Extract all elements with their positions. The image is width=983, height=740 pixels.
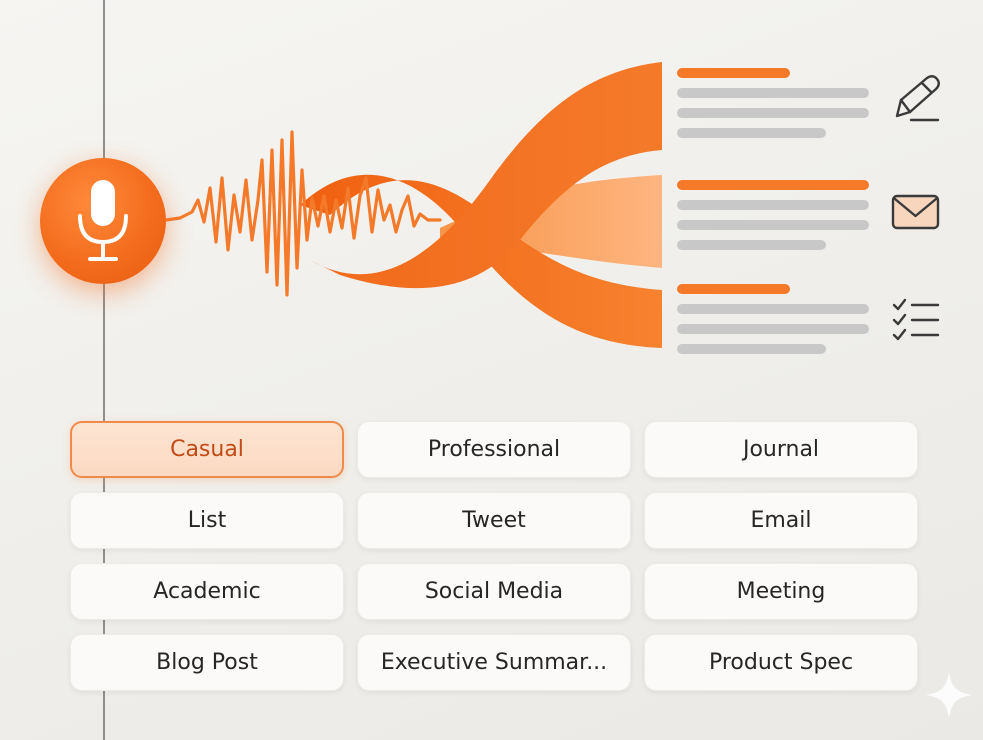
voice-to-text-illustration bbox=[164, 62, 940, 354]
text-line bbox=[677, 324, 869, 334]
text-line-highlight bbox=[677, 180, 869, 190]
text-line bbox=[677, 304, 869, 314]
style-option-professional[interactable]: Professional bbox=[357, 421, 631, 478]
microphone-icon bbox=[78, 180, 128, 261]
text-line bbox=[677, 200, 869, 210]
ribbon-to-pencil bbox=[310, 62, 662, 289]
text-line bbox=[677, 220, 869, 230]
style-option-blog-post[interactable]: Blog Post bbox=[70, 634, 344, 691]
style-option-meeting[interactable]: Meeting bbox=[644, 563, 918, 620]
style-option-executive-summar[interactable]: Executive Summar... bbox=[357, 634, 631, 691]
ribbon-to-checklist bbox=[300, 174, 662, 348]
style-option-email[interactable]: Email bbox=[644, 492, 918, 549]
checklist-icon bbox=[892, 298, 940, 341]
style-option-casual[interactable]: Casual bbox=[70, 421, 344, 478]
style-option-product-spec[interactable]: Product Spec bbox=[644, 634, 918, 691]
envelope-icon bbox=[891, 194, 940, 230]
pencil-icon bbox=[895, 75, 940, 122]
text-line-highlight bbox=[677, 68, 790, 78]
microphone-button[interactable] bbox=[40, 158, 166, 284]
style-option-social-media[interactable]: Social Media bbox=[357, 563, 631, 620]
text-line-highlight bbox=[677, 284, 790, 294]
text-line bbox=[677, 344, 826, 354]
style-option-list[interactable]: List bbox=[70, 492, 344, 549]
sparkle-icon bbox=[926, 672, 972, 718]
style-option-academic[interactable]: Academic bbox=[70, 563, 344, 620]
style-option-journal[interactable]: Journal bbox=[644, 421, 918, 478]
text-line bbox=[677, 108, 869, 118]
text-line bbox=[677, 88, 869, 98]
style-option-tweet[interactable]: Tweet bbox=[357, 492, 631, 549]
text-line bbox=[677, 128, 826, 138]
text-line bbox=[677, 240, 826, 250]
timeline-divider bbox=[103, 0, 105, 740]
audio-waveform bbox=[164, 130, 442, 297]
